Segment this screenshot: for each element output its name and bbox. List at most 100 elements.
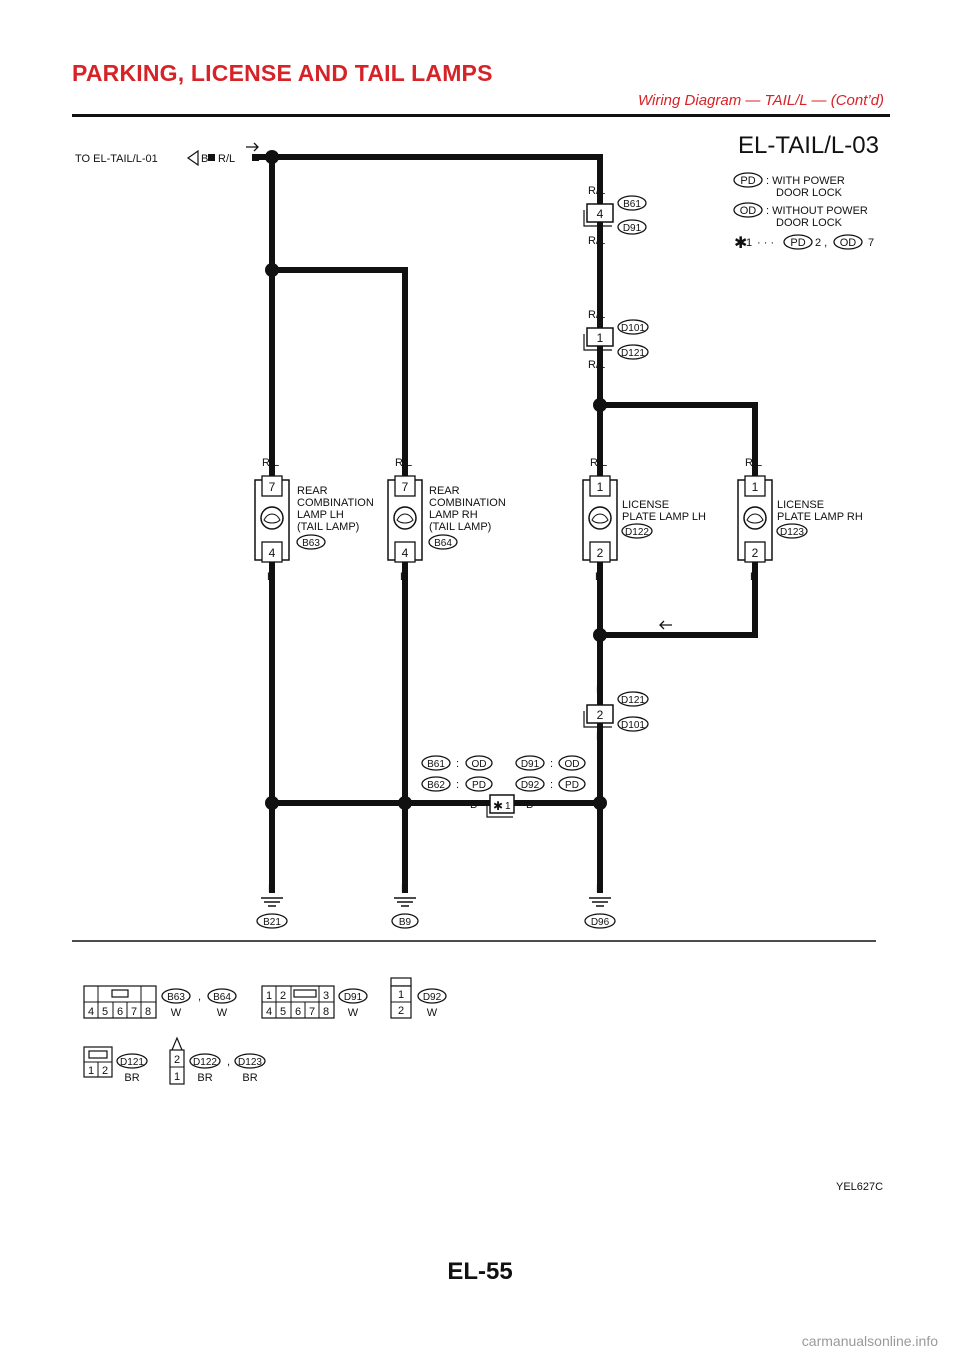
lamp-label: PLATE LAMP RH — [777, 511, 863, 523]
off-page-arrow-icon — [186, 149, 199, 167]
connector-d121-d101: B 2 D121 D101 B — [583, 684, 649, 743]
lamp-label: COMBINATION — [297, 497, 374, 509]
ground-id: D96 — [591, 917, 610, 928]
star-pd-value: 2 , — [815, 237, 827, 249]
connector-view-d122-d123: 2 1 D122 , D123 BR BR — [169, 1036, 266, 1085]
pin-number: 4 — [597, 207, 604, 221]
joint-connector — [489, 794, 515, 814]
lamp-label: COMBINATION — [429, 497, 506, 509]
star-od-badge — [833, 234, 863, 250]
connector-id: B61 — [623, 199, 641, 210]
ground-icon — [261, 897, 283, 907]
lamp-label: REAR — [429, 485, 460, 497]
junction-dot — [593, 796, 607, 810]
pin-number: 5 — [280, 1006, 286, 1018]
connector-id: D121 — [621, 695, 645, 706]
od-badge-label: OD — [740, 205, 757, 217]
wire-color-label: R/L — [590, 457, 607, 469]
pin-number: 2 — [752, 546, 759, 560]
pin-number: 2 — [398, 1005, 404, 1017]
lamp-label: LAMP LH — [297, 509, 344, 521]
bulb-icon — [588, 506, 612, 530]
pin-number: 2 — [102, 1065, 108, 1077]
pin-number: 1 — [752, 480, 759, 494]
connector-color: W — [171, 1007, 182, 1019]
connector-id: D101 — [621, 323, 645, 334]
pin-number: 1 — [88, 1065, 94, 1077]
connector-id: D91 — [344, 992, 363, 1003]
wire-color-label: B — [596, 684, 603, 696]
connector-id: D92 — [521, 780, 540, 791]
pin-number: 1 — [505, 801, 511, 812]
wire-color-label: R/L — [218, 153, 235, 165]
wire-color-label: B — [268, 883, 275, 895]
ground-icon — [589, 897, 611, 907]
pd-badge-label: PD — [472, 780, 486, 791]
from-conn-label: B — [201, 153, 208, 165]
wire-color-label: B — [401, 883, 408, 895]
connector-id: B63 — [302, 538, 320, 549]
connector-id: D101 — [621, 720, 645, 731]
pin-number: 1 — [597, 480, 604, 494]
wire-color-label: B — [750, 571, 757, 583]
connector-id: B64 — [434, 538, 452, 549]
pin-number: 7 — [309, 1006, 315, 1018]
ground-b21: B B21 — [256, 883, 288, 929]
wire-color-label: B — [267, 571, 274, 583]
connector-id: D121 — [120, 1057, 144, 1068]
pin-number: 2 — [280, 990, 286, 1002]
pin-number: 2 — [174, 1054, 180, 1066]
pd-badge-label: PD — [740, 175, 755, 187]
legend: PD : WITH POWER DOOR LOCK OD : WITHOUT P… — [733, 172, 874, 252]
connector-id: D123 — [780, 527, 804, 538]
junction-dot — [398, 796, 412, 810]
pin-number: 1 — [398, 989, 404, 1001]
rear-combination-lamp-lh: R/L 7 4 REAR COMBINATION LAMP LH (TAIL L… — [254, 457, 374, 583]
pin-number: 4 — [88, 1006, 94, 1018]
pin-number: 7 — [269, 480, 276, 494]
bulb-icon — [260, 506, 284, 530]
connector-id: D121 — [621, 348, 645, 359]
connector-id: D122 — [625, 527, 649, 538]
connector-id: D92 — [423, 992, 442, 1003]
ground-icon — [394, 897, 416, 907]
wire-main-rl — [253, 154, 603, 209]
star-icon: ✱ — [493, 799, 503, 813]
connector-id: B64 — [213, 992, 231, 1003]
separator: : — [550, 758, 553, 770]
wire-color-label: B — [470, 799, 477, 811]
connector-d101-d121: R/L 1 D101 D121 R/L — [583, 309, 649, 371]
pd-badge — [733, 172, 763, 188]
bulb-icon — [743, 506, 767, 530]
wire-color-label: R/L — [745, 457, 762, 469]
pin-number: 4 — [402, 546, 409, 560]
star-icon: ✱ — [734, 235, 747, 252]
ground-d96: B D96 — [584, 883, 616, 929]
junction-dot — [593, 628, 607, 642]
star-pd-badge — [783, 234, 813, 250]
lamp-label: (TAIL LAMP) — [297, 521, 359, 533]
connector-view-b63-b64: 4 5 6 7 8 B63 , B64 W W — [83, 985, 237, 1019]
lamp-label: (TAIL LAMP) — [429, 521, 491, 533]
connector-id: B63 — [167, 992, 185, 1003]
junction-dot — [265, 150, 279, 164]
pin-number: 3 — [323, 990, 329, 1002]
diagram-code: EL-TAIL/L-03 — [738, 132, 879, 159]
connector-color: W — [217, 1007, 228, 1019]
od-legend-line2: DOOR LOCK — [776, 217, 843, 229]
wire-color-label: B — [596, 883, 603, 895]
wire-color-label: B — [526, 799, 533, 811]
connector-color: BR — [197, 1072, 212, 1084]
bulb-icon — [393, 506, 417, 530]
connector-id: D91 — [623, 223, 642, 234]
connector-color: W — [348, 1007, 359, 1019]
flow-arrow-icon — [659, 620, 672, 630]
wire-color-label: R/L — [395, 457, 412, 469]
watermark[interactable]: carmanualsonline.info — [801, 1333, 938, 1349]
star-od-value: 7 — [868, 237, 874, 249]
pin-number: 1 — [597, 331, 604, 345]
od-legend-line1: : WITHOUT POWER — [766, 205, 868, 217]
junction-dot — [265, 263, 279, 277]
pin-number: 7 — [131, 1006, 137, 1018]
pin-number: 6 — [117, 1006, 123, 1018]
